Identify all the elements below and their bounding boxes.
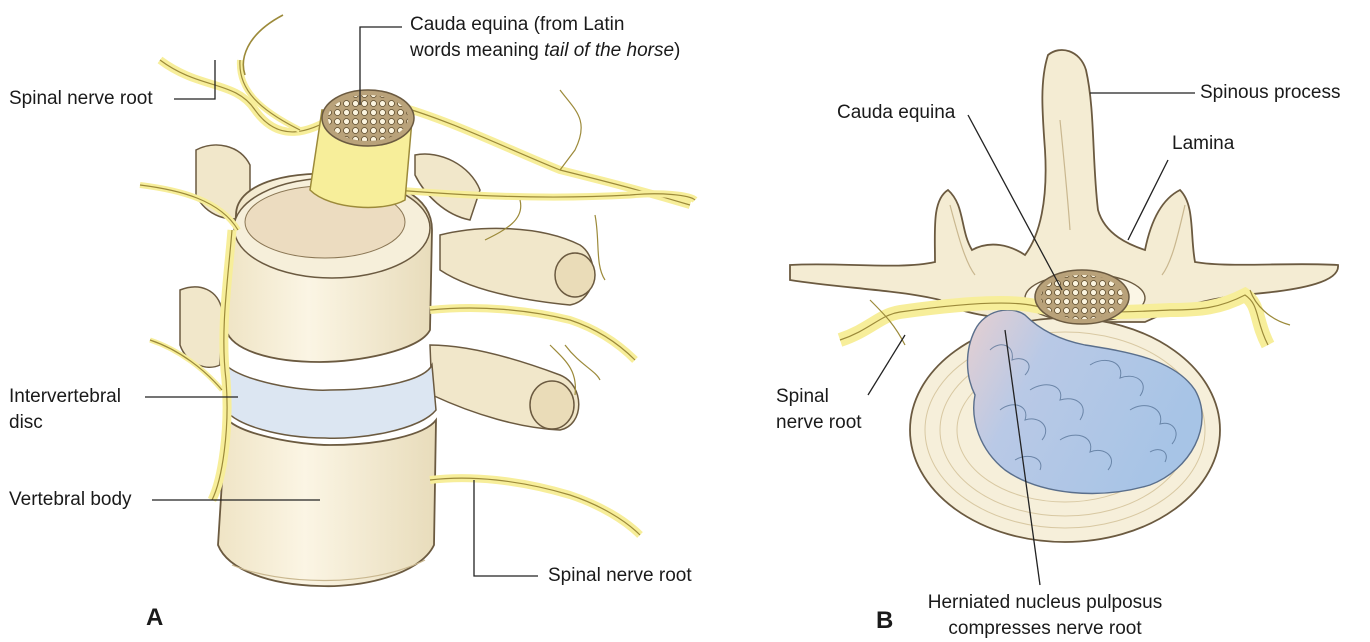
- label-b-spinal-nerve-root-line1: Spinal: [776, 384, 862, 410]
- panel-a-letter: A: [146, 604, 163, 632]
- label-a-cauda-equina-line2-suffix: ): [674, 40, 680, 61]
- label-b-spinous-process: Spinous process: [1200, 80, 1340, 106]
- label-a-intervertebral-disc-line2: disc: [9, 410, 121, 436]
- label-a-cauda-equina-line1: Cauda equina (from Latin: [410, 12, 680, 38]
- label-a-cauda-equina: Cauda equina (from Latin words meaning t…: [410, 12, 680, 64]
- label-a-cauda-equina-line2: words meaning tail of the horse): [410, 38, 680, 64]
- lower-vertebral-body: [218, 418, 436, 586]
- label-b-spinal-nerve-root-line2: nerve root: [776, 410, 862, 436]
- label-b-herniated-line2: compresses nerve root: [895, 616, 1195, 642]
- intervertebral-disc-shape: [226, 365, 436, 438]
- label-b-herniated-line1: Herniated nucleus pulposus: [895, 590, 1195, 616]
- label-a-spinal-nerve-root-bottom: Spinal nerve root: [548, 563, 692, 589]
- panel-b-cauda-equina: [1035, 270, 1129, 324]
- label-a-cauda-equina-line2-prefix: words meaning: [410, 40, 544, 61]
- panel-a-cauda-equina: [310, 90, 414, 207]
- label-b-cauda-equina: Cauda equina: [837, 100, 955, 126]
- label-b-spinal-nerve-root: Spinal nerve root: [776, 384, 862, 436]
- panel-b-letter: B: [876, 607, 893, 635]
- label-a-vertebral-body: Vertebral body: [9, 487, 132, 513]
- label-a-spinal-nerve-root-top: Spinal nerve root: [9, 86, 153, 112]
- label-b-herniated-nucleus: Herniated nucleus pulposus compresses ne…: [895, 590, 1195, 642]
- label-a-cauda-equina-italic: tail of the horse: [544, 40, 674, 61]
- label-a-intervertebral-disc: Intervertebral disc: [9, 384, 121, 436]
- label-b-lamina: Lamina: [1172, 131, 1234, 157]
- label-a-intervertebral-disc-line1: Intervertebral: [9, 384, 121, 410]
